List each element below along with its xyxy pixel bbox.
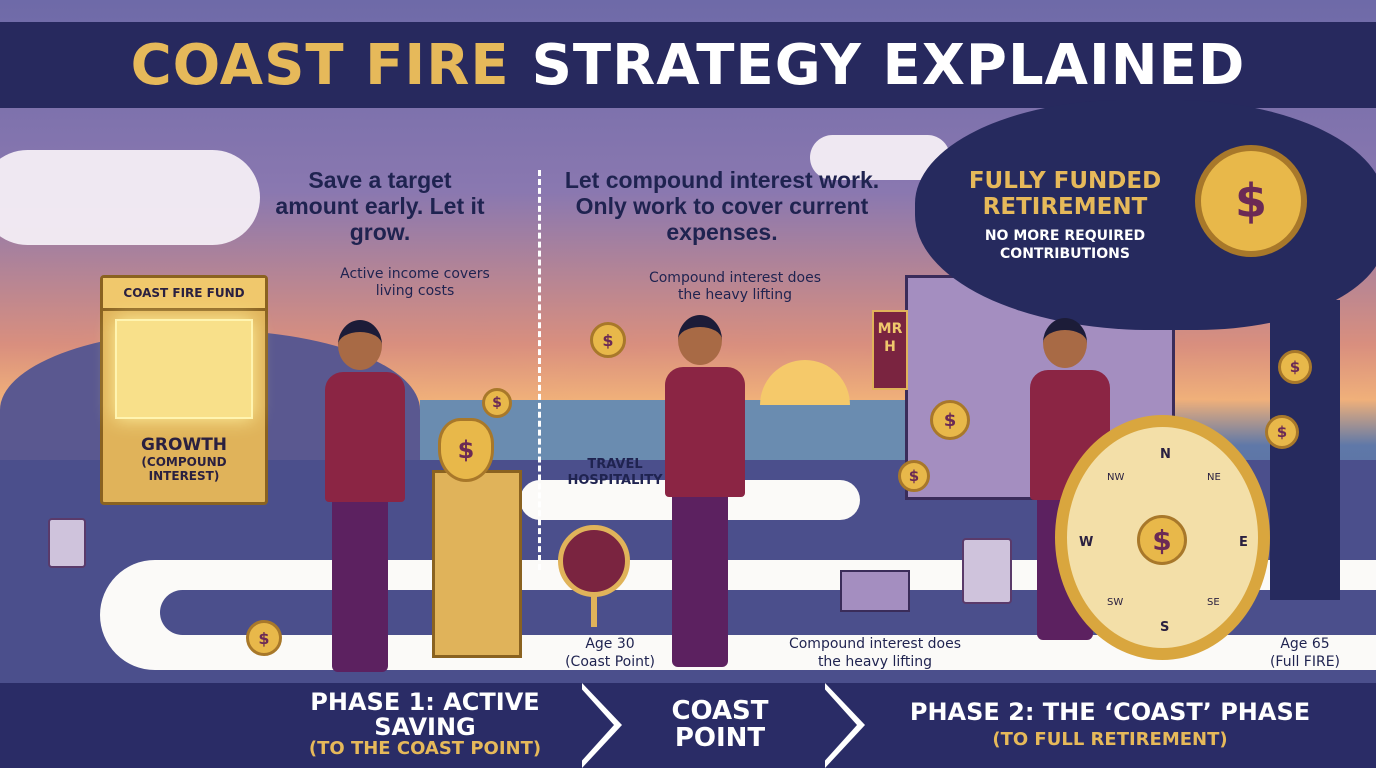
middle-note: Compound interest does the heavy lifting bbox=[648, 270, 822, 303]
middle-headline: Let compound interest work. Only work to… bbox=[564, 167, 880, 245]
job-sign: TRAVEL HOSPITALITY bbox=[567, 457, 663, 489]
compass-e: E bbox=[1239, 535, 1248, 550]
retirement-title: FULLY FUNDED RETIREMENT bbox=[968, 168, 1162, 221]
coin-icon: $ bbox=[1265, 415, 1299, 449]
divider bbox=[538, 170, 541, 570]
retirement-subtitle: NO MORE REQUIRED CONTRIBUTIONS bbox=[984, 228, 1146, 262]
building-sign: MRH bbox=[872, 310, 908, 390]
left-headline: Save a target amount early. Let it grow. bbox=[275, 167, 485, 245]
tree-trunk bbox=[1270, 300, 1340, 600]
calculator-icon bbox=[48, 518, 86, 568]
fund-sign: COAST FIRE FUND bbox=[103, 278, 265, 311]
compass-w: W bbox=[1079, 535, 1094, 550]
compound-note: Compound interest does the heavy lifting bbox=[788, 636, 962, 670]
compass-center: $ bbox=[1137, 515, 1187, 565]
compass: N NE E SE S SW W NW $ bbox=[1055, 415, 1270, 660]
left-note: Active income covers living costs bbox=[340, 266, 490, 299]
sun bbox=[760, 360, 850, 405]
fund-screen bbox=[115, 319, 253, 419]
money-bag-icon: $ bbox=[438, 418, 494, 482]
chevron-divider-inner bbox=[578, 685, 614, 765]
plant-coin-icon: $ bbox=[590, 322, 626, 358]
age30-text: Age 30 bbox=[585, 636, 635, 652]
phase-2-subtitle: (TO FULL RETIREMENT) bbox=[992, 729, 1228, 751]
age30-sub: (Coast Point) bbox=[565, 653, 655, 670]
coast-point-title: COAST POINT bbox=[671, 696, 769, 754]
person-saver bbox=[325, 320, 405, 672]
coin-icon: $ bbox=[482, 388, 512, 418]
person-coaster bbox=[665, 315, 745, 667]
coin-icon: $ bbox=[246, 620, 282, 656]
fund-label-sub: (COMPOUND INTEREST) bbox=[141, 455, 227, 483]
age30-label: Age 30 (Coast Point) bbox=[555, 636, 665, 671]
coast-fire-fund-machine: COAST FIRE FUND GROWTH (COMPOUND INTERES… bbox=[100, 275, 268, 505]
phase-coast-point: COAST POINT bbox=[645, 696, 795, 754]
phase-2-title: PHASE 2: THE ‘COAST’ PHASE bbox=[909, 698, 1311, 726]
sign-post bbox=[591, 595, 597, 627]
calculator-icon bbox=[962, 538, 1012, 604]
pedestal bbox=[432, 470, 522, 658]
title-bar: COAST FIRE STRATEGY EXPLAINED bbox=[0, 22, 1376, 108]
title-part2: STRATEGY EXPLAINED bbox=[531, 32, 1246, 98]
compass-n: N bbox=[1160, 447, 1171, 462]
compass-nw: NW bbox=[1107, 472, 1125, 483]
age65-label: Age 65 (Full FIRE) bbox=[1250, 636, 1360, 671]
coin-icon: $ bbox=[898, 460, 930, 492]
cloud bbox=[0, 150, 260, 245]
compass-sw: SW bbox=[1107, 597, 1124, 608]
big-coin-icon: $ bbox=[1195, 145, 1307, 257]
phase-1-title: PHASE 1: ACTIVE SAVING bbox=[310, 688, 540, 742]
age65-sub: (Full FIRE) bbox=[1269, 653, 1341, 670]
coin-icon: $ bbox=[930, 400, 970, 440]
phase-1: PHASE 1: ACTIVE SAVING (TO THE COAST POI… bbox=[300, 688, 550, 760]
location-pin-sign bbox=[558, 525, 630, 597]
coin-icon: $ bbox=[1278, 350, 1312, 384]
age65-text: Age 65 bbox=[1280, 636, 1330, 652]
house-icon bbox=[840, 570, 910, 612]
compass-se: SE bbox=[1207, 597, 1220, 608]
fund-label-main: GROWTH bbox=[140, 435, 228, 455]
title-part1: COAST FIRE bbox=[130, 32, 510, 98]
phase-1-subtitle: (TO THE COAST POINT) bbox=[308, 738, 542, 760]
phase-bar bbox=[0, 683, 1376, 768]
compass-ne: NE bbox=[1207, 472, 1221, 483]
phase-2: PHASE 2: THE ‘COAST’ PHASE (TO FULL RETI… bbox=[875, 698, 1345, 751]
compass-s: S bbox=[1160, 620, 1170, 635]
chevron-divider-inner bbox=[821, 685, 857, 765]
